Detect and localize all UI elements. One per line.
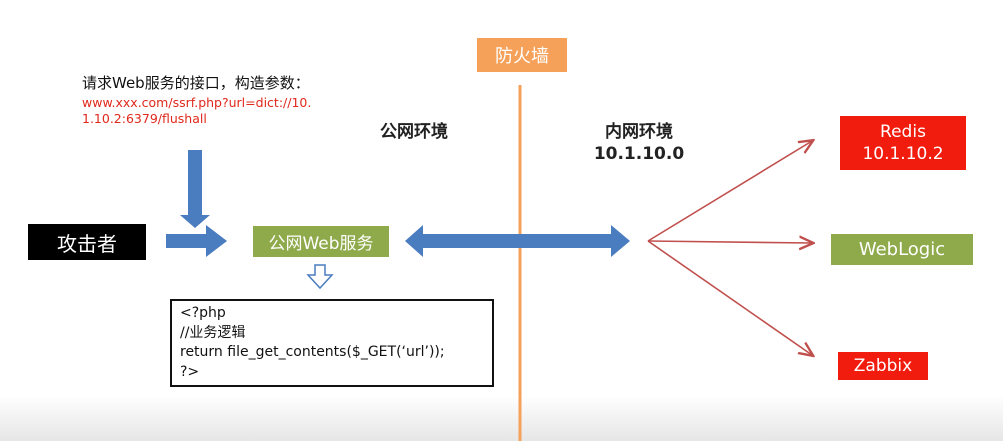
line-to-redis	[647, 141, 812, 242]
weblogic-box: WebLogic	[831, 234, 973, 265]
redis-ip: 10.1.10.2	[862, 144, 944, 164]
zabbix-box: Zabbix	[838, 352, 928, 380]
code-line: //业务逻辑	[180, 324, 246, 341]
request-url-line1: www.xxx.com/ssrf.php?url=dict://10.	[82, 95, 312, 110]
code-line: ?>	[180, 363, 200, 380]
firewall-label: 防火墙	[477, 38, 567, 72]
footer-band	[0, 395, 1003, 441]
code-line: <?php	[180, 305, 226, 321]
web-service-box: 公网Web服务	[253, 226, 389, 257]
hollow-down-arrow	[306, 264, 334, 290]
internal-env-subnet: 10.1.10.0	[593, 144, 685, 164]
attacker-box: 攻击者	[28, 224, 146, 260]
internal-env: 内网环境 10.1.10.0	[588, 121, 690, 165]
redis-name: Redis	[880, 122, 926, 142]
code-snippet: <?php //业务逻辑 return file_get_contents($_…	[170, 299, 494, 387]
bidirectional-arrow	[405, 225, 630, 257]
attacker-arrow	[166, 225, 227, 257]
request-note-title: 请求Web服务的接口，构造参数：	[82, 74, 310, 92]
code-line: return file_get_contents($_GET(‘url’));	[180, 344, 445, 360]
redis-box: Redis 10.1.10.2	[840, 116, 966, 170]
request-url-line2: 1.10.2:6379/flushall	[82, 111, 207, 126]
down-arrow-to-web	[180, 150, 210, 228]
line-to-weblogic	[647, 241, 812, 243]
public-env-label: 公网环境	[380, 122, 448, 142]
internal-env-label: 内网环境	[605, 122, 673, 142]
line-to-zabbix	[647, 240, 812, 355]
